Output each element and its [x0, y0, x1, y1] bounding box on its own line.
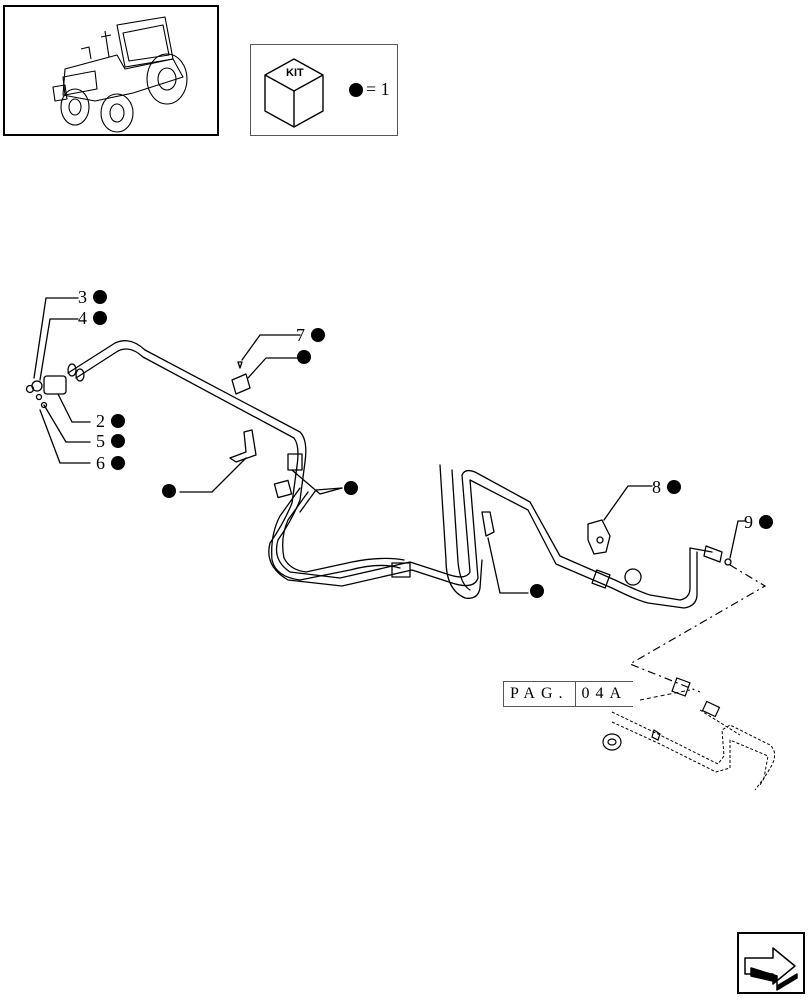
next-page-button[interactable]	[737, 932, 805, 994]
callout-number: 9	[744, 512, 753, 532]
callout-8: 8	[652, 478, 681, 496]
kit-dot-icon	[530, 584, 544, 598]
kit-dot-icon	[111, 414, 125, 428]
kit-label: KIT	[286, 67, 304, 79]
kit-dot-icon	[162, 484, 176, 498]
kit-dot-icon	[344, 481, 358, 495]
callout-5: 5	[96, 432, 125, 450]
callout-number: 3	[78, 287, 87, 307]
kit-dot-icon	[667, 480, 681, 494]
callout-7: 7	[296, 326, 325, 344]
kit-dot-icon	[759, 515, 773, 529]
callout-number: 7	[296, 325, 305, 345]
callout-number: 2	[96, 411, 105, 431]
callout-2: 2	[96, 412, 125, 430]
page-reference-prefix: PAG.	[503, 681, 576, 707]
kit-cube-icon	[264, 58, 324, 128]
callout-4: 4	[78, 309, 107, 327]
kit-dot-icon	[111, 456, 125, 470]
kit-dot-icon	[93, 311, 107, 325]
callout-6: 6	[96, 454, 125, 472]
kit-dot-icon	[311, 328, 325, 342]
kit-quantity: = 1	[349, 79, 390, 100]
kit-legend: KIT = 1	[250, 44, 398, 136]
tractor-icon	[52, 16, 188, 133]
kit-dot-icon	[93, 290, 107, 304]
callout-number: 5	[96, 431, 105, 451]
callout-number: 6	[96, 453, 105, 473]
kit-quantity-value: = 1	[366, 79, 390, 99]
callout-number: 8	[652, 477, 661, 497]
tractor-thumbnail	[3, 5, 219, 136]
page-reference[interactable]: PAG. 04A	[503, 681, 634, 707]
callout-9: 9	[744, 513, 773, 531]
kit-dot-icon	[349, 82, 363, 97]
kit-dot-icon	[111, 434, 125, 448]
kit-dot-icon	[297, 350, 311, 364]
next-page-arrow-icon	[744, 947, 798, 991]
callout-number: 4	[78, 308, 87, 328]
page-reference-page: 04A	[575, 681, 634, 707]
callout-3: 3	[78, 288, 107, 306]
